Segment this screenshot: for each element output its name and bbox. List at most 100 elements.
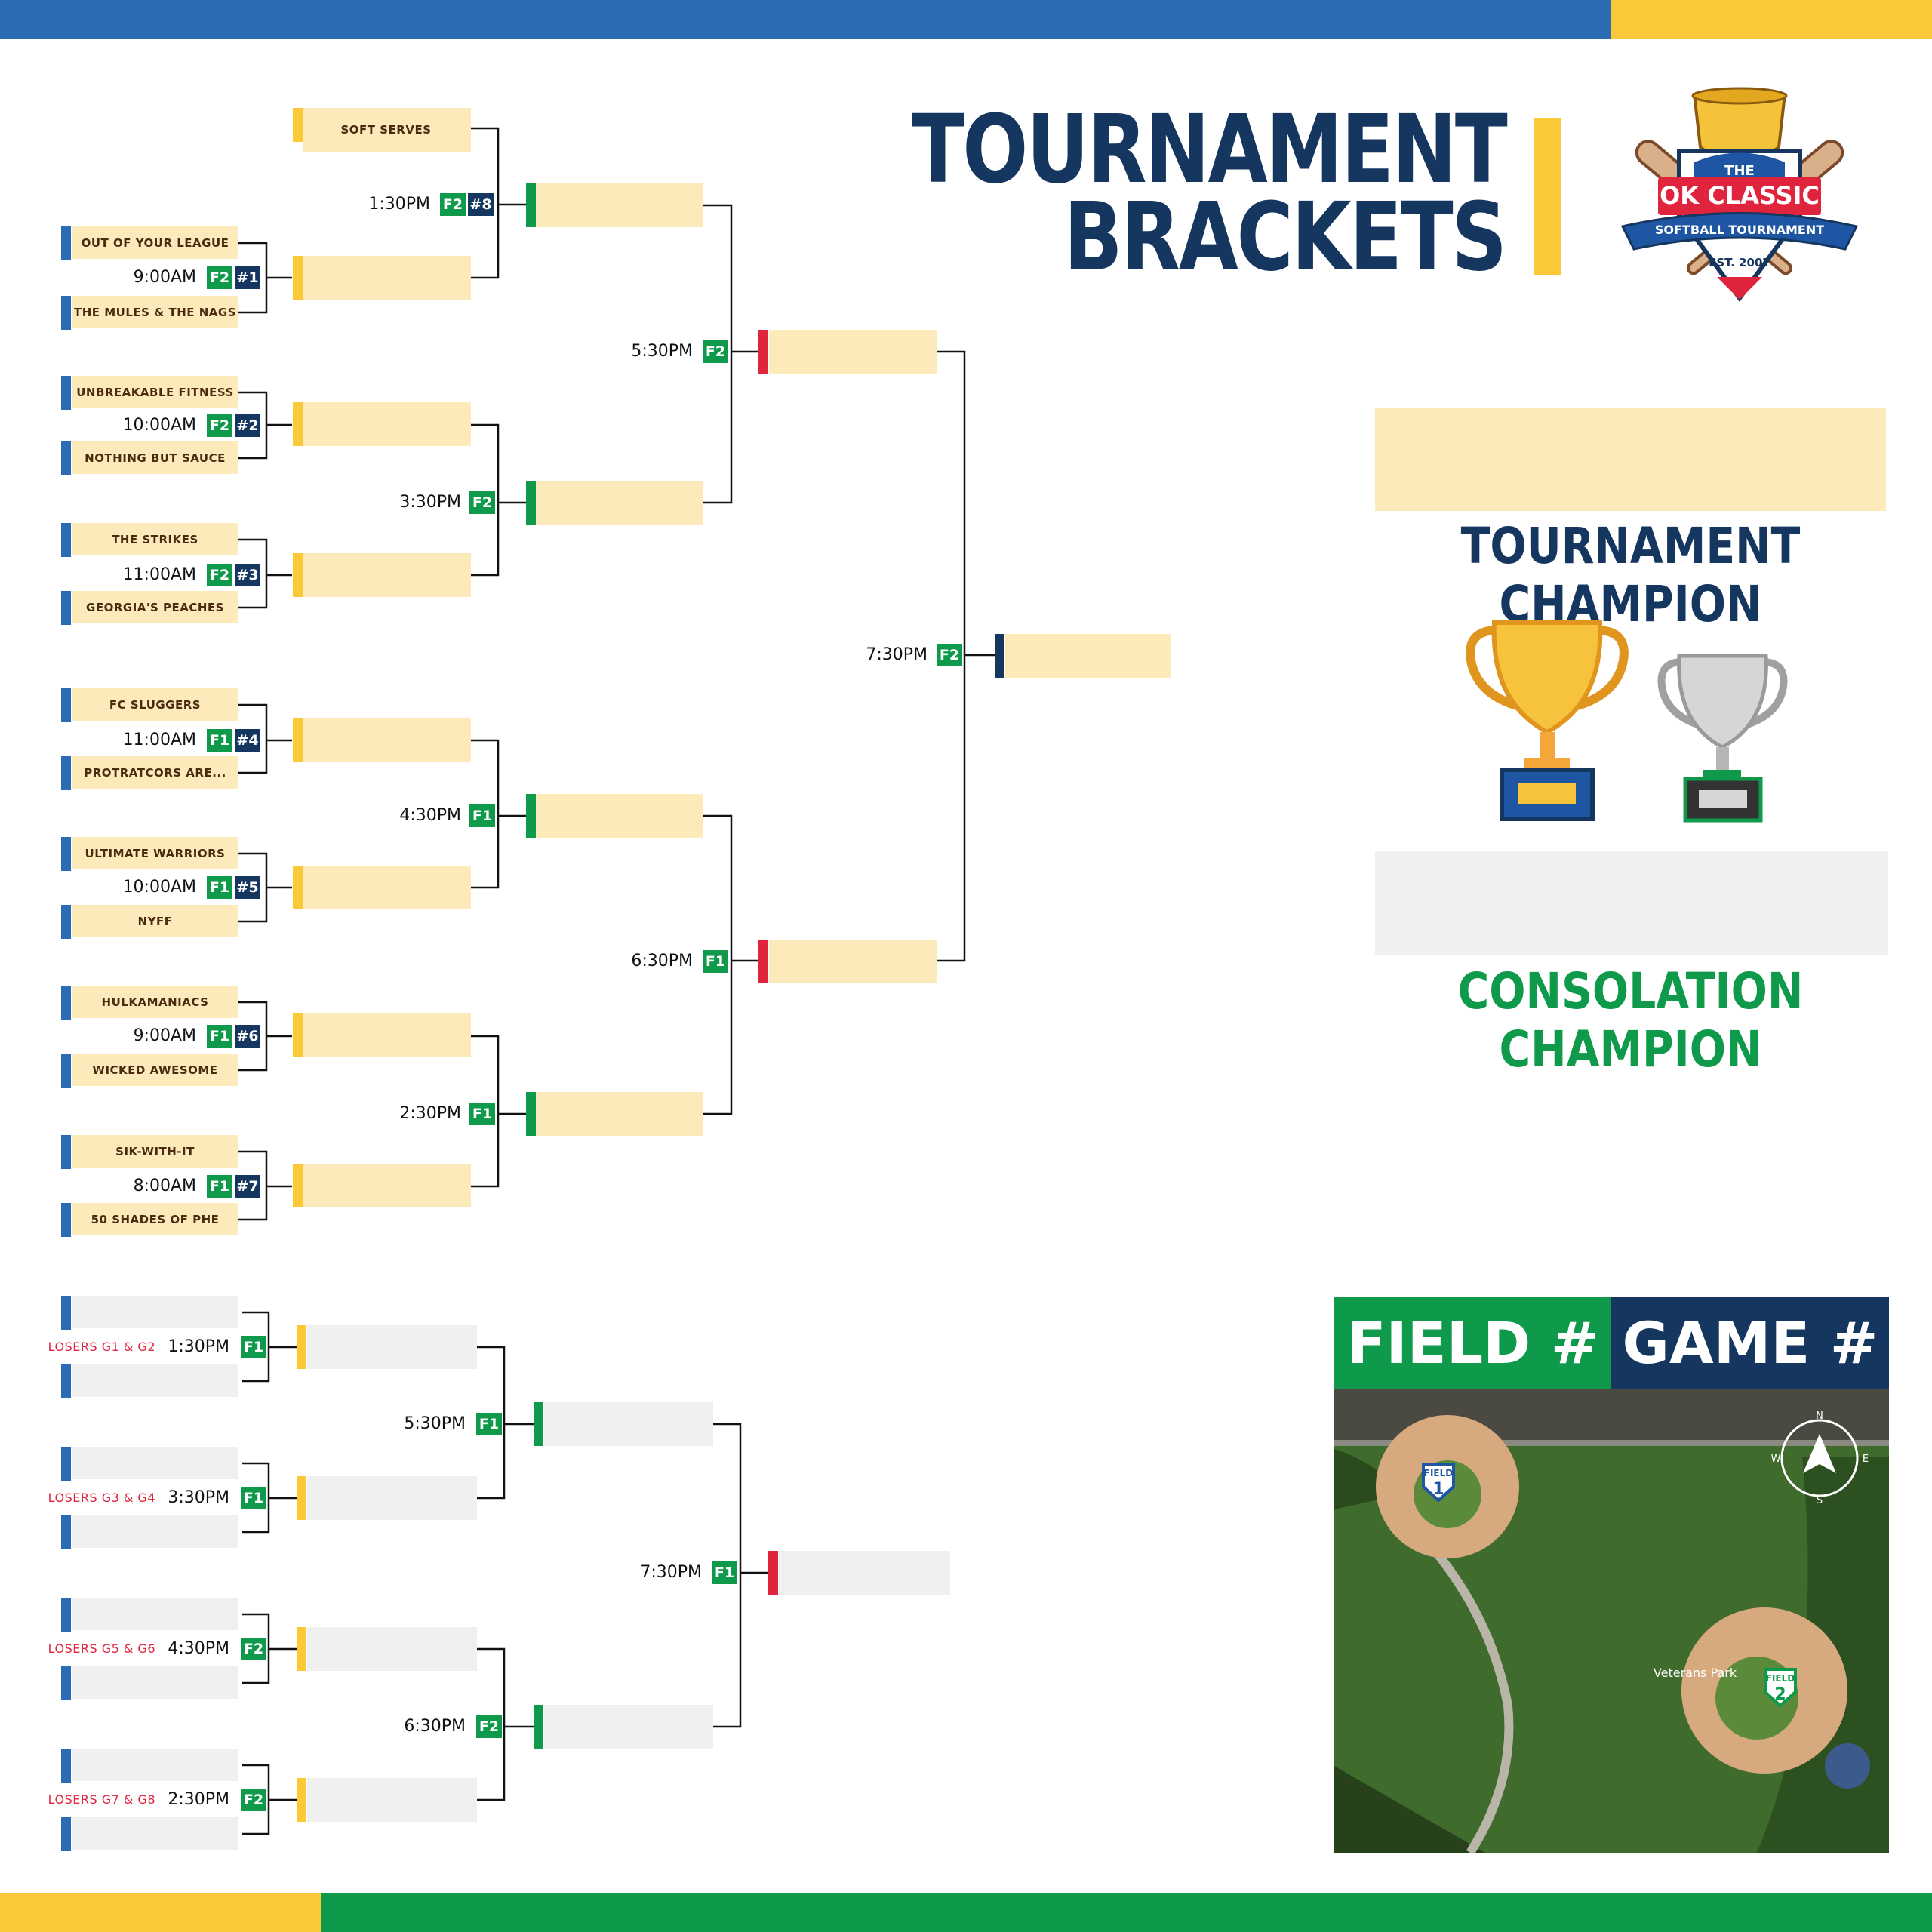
g7-number-badge: #7	[235, 1175, 260, 1198]
slot-accent	[526, 481, 536, 525]
consolation-final-slot	[779, 1551, 950, 1595]
bye-team-slot	[303, 108, 471, 152]
consolation-team-slot	[72, 1447, 238, 1479]
gold-trophy-icon	[1464, 619, 1630, 823]
sf1-time: 5:30PM	[631, 342, 693, 361]
team-accent	[61, 1817, 71, 1851]
slot-accent	[293, 866, 303, 909]
team-accent	[61, 1054, 71, 1088]
team-slot-g6-top: HULKAMANIACS	[72, 986, 238, 1018]
qf4-field-badge: F1	[469, 1103, 495, 1125]
team-accent	[61, 756, 71, 790]
c2-losers-label: LOSERS G3 & G4	[48, 1491, 155, 1505]
sf1-field-badge: F2	[703, 340, 728, 363]
field-number-legend: FIELD #	[1334, 1297, 1611, 1389]
qf-slot-3	[536, 794, 703, 838]
c4-losers-label: LOSERS G7 & G8	[48, 1792, 155, 1807]
team-accent	[61, 1296, 71, 1330]
qf4-time: 2:30PM	[399, 1104, 461, 1123]
cr2b-field-badge: F2	[476, 1715, 502, 1738]
slot-accent	[297, 1627, 306, 1671]
g1-number-badge: #1	[235, 266, 260, 289]
sf2-time: 6:30PM	[631, 952, 693, 971]
qf2-time: 3:30PM	[399, 493, 461, 512]
qf-slot-1	[536, 183, 703, 227]
qf3-field-badge: F1	[469, 804, 495, 827]
team-slot-g2-bottom: NOTHING BUT SAUCE	[72, 441, 238, 474]
team-accent	[61, 1447, 71, 1481]
cr2a-field-badge: F1	[476, 1413, 502, 1435]
ok-classic-logo: THE OK CLASSIC SOFTBALL TOURNAMENT EST. …	[1581, 79, 1898, 313]
field2-number: 2	[1774, 1685, 1786, 1704]
team-accent	[61, 1598, 71, 1632]
team-accent	[61, 226, 71, 260]
slot-accent	[293, 718, 303, 762]
team-slot-g1-top: OUT OF YOUR LEAGUE	[72, 226, 238, 259]
title-line-2: BRACKETS	[1063, 183, 1508, 292]
slot-accent	[293, 402, 303, 446]
winner-slot-g3	[303, 553, 471, 597]
team-accent	[61, 1515, 71, 1549]
svg-text:E: E	[1863, 1454, 1869, 1465]
logo-subtitle: SOFTBALL TOURNAMENT	[1655, 223, 1824, 237]
c3-time: 4:30PM	[168, 1639, 229, 1658]
g5-field-badge: F1	[207, 876, 232, 899]
g3-number-badge: #3	[235, 564, 260, 586]
consolation-slot	[307, 1476, 477, 1520]
field1-number: 1	[1432, 1480, 1444, 1499]
compass-icon: N E S W	[1771, 1411, 1869, 1506]
team-accent	[61, 376, 71, 410]
cfinal-field-badge: F1	[712, 1561, 737, 1584]
consolation-team-slot	[72, 1515, 238, 1548]
svg-text:S: S	[1817, 1495, 1823, 1506]
team-accent	[61, 1364, 71, 1398]
silver-trophy-icon	[1657, 653, 1789, 823]
c2-field-badge: F1	[241, 1487, 266, 1509]
slot-accent	[758, 330, 768, 374]
team-accent	[61, 688, 71, 722]
sf-slot-1	[769, 330, 937, 374]
final-time: 7:30PM	[866, 645, 928, 664]
g4-field-badge: F1	[207, 729, 232, 752]
game-number-legend: GAME #	[1611, 1297, 1889, 1389]
final-slot	[1005, 634, 1171, 678]
c3-losers-label: LOSERS G5 & G6	[48, 1641, 155, 1656]
g5-number-badge: #5	[235, 876, 260, 899]
slot-accent	[526, 183, 536, 227]
consolation-team-slot	[72, 1296, 238, 1328]
g4-number-badge: #4	[235, 729, 260, 752]
g6-time: 9:00AM	[133, 1026, 196, 1045]
svg-text:N: N	[1816, 1411, 1823, 1422]
team-slot-g5-bottom: NYFF	[72, 905, 238, 937]
game8-number-badge: #8	[468, 193, 494, 216]
field1-label: FIELD	[1424, 1468, 1454, 1478]
g1-field-badge: F2	[207, 266, 232, 289]
team-slot-g4-top: FC SLUGGERS	[72, 688, 238, 721]
qf-slot-4	[536, 1092, 703, 1136]
winner-slot-g1	[303, 256, 471, 300]
winner-slot-g6	[303, 1013, 471, 1057]
consolation-team-slot	[72, 1666, 238, 1699]
logo-the: THE	[1724, 163, 1755, 179]
bottom-stripe-yellow	[0, 1893, 321, 1932]
team-slot-g7-top: SIK-WITH-IT	[72, 1135, 238, 1168]
team-accent	[61, 523, 71, 557]
consolation-team-slot	[72, 1817, 238, 1850]
consolation-slot	[307, 1627, 477, 1671]
winner-slot-g4	[303, 718, 471, 762]
g7-time: 8:00AM	[133, 1177, 196, 1195]
slot-accent	[534, 1705, 543, 1749]
title-separator	[1534, 118, 1561, 275]
consolation-team-slot	[72, 1598, 238, 1630]
field-map: FIELD 1 FIELD 2 Veterans Park N E S W	[1334, 1389, 1889, 1853]
winner-slot-g7	[303, 1164, 471, 1208]
bottom-stripe-green	[321, 1893, 1932, 1932]
team-accent	[61, 905, 71, 939]
c1-field-badge: F1	[241, 1336, 266, 1358]
sf2-field-badge: F1	[703, 950, 728, 973]
slot-accent	[768, 1551, 778, 1595]
qf2-field-badge: F2	[469, 491, 495, 514]
slot-accent	[995, 634, 1004, 678]
g5-time: 10:00AM	[122, 878, 196, 897]
team-slot-g4-bottom: PROTRATCORS ARE...	[72, 756, 238, 789]
